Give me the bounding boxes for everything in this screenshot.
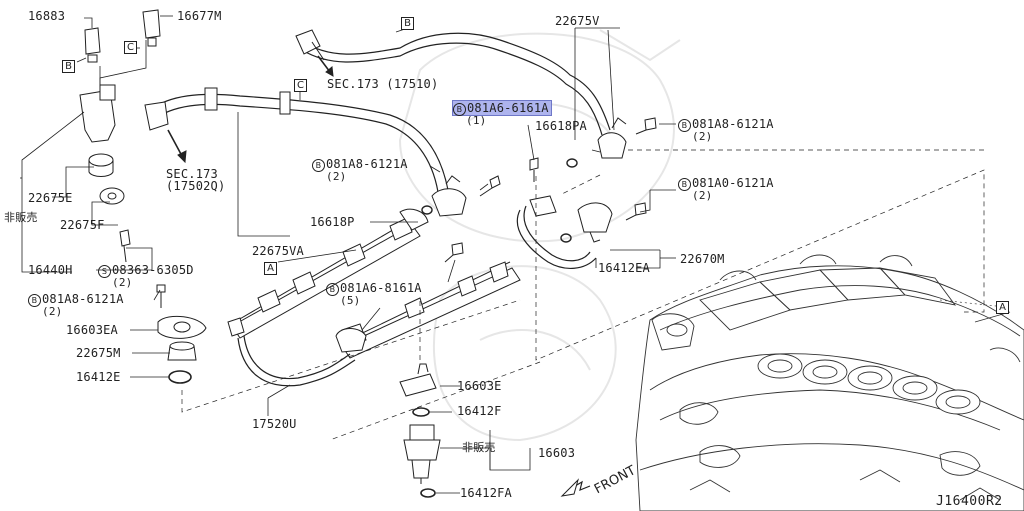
label-081a6-8161a-qty: (5) — [340, 294, 361, 307]
label-081a6-8161a-text: 081A6-8161A — [340, 281, 422, 295]
diagram-code: J16400R2 — [936, 494, 1003, 509]
label-22675v: 22675V — [555, 14, 600, 28]
label-081a8-6121a-right-qty: (2) — [692, 130, 713, 143]
ref-box-a-left: A — [264, 262, 277, 275]
bolt-symbol-icon: B — [28, 294, 41, 307]
label-16440h: 16440H — [28, 263, 73, 277]
label-16618p: 16618P — [310, 215, 355, 229]
label-22675e: 22675E — [28, 191, 73, 205]
label-08363-6305d-text: 08363-6305D — [112, 263, 194, 277]
label-081a6-6161a-qty: (1) — [466, 114, 487, 127]
label-081a8-6121a-mid-qty: (2) — [326, 170, 347, 183]
label-16412ea: 16412EA — [598, 261, 650, 275]
label-16883: 16883 — [28, 9, 66, 23]
label-16412fa: 16412FA — [460, 486, 512, 500]
label-08363-6305d-qty: (2) — [112, 276, 133, 289]
label-16412e: 16412E — [76, 370, 121, 384]
bolt-symbol-icon: B — [453, 103, 466, 116]
label-16412f: 16412F — [457, 404, 502, 418]
label-081a0-6121a-text: 081A0-6121A — [692, 176, 774, 190]
label-17520u: 17520U — [252, 417, 297, 431]
bolt-symbol-icon: B — [678, 119, 691, 132]
bolt-symbol-icon: B — [312, 159, 325, 172]
label-22675f: 22675F — [60, 218, 105, 232]
sec-ref-17510-line1: SEC.173 — [327, 77, 379, 91]
ref-box-b-top: B — [401, 17, 414, 30]
label-081a8-6121a-right-text: 081A8-6121A — [692, 117, 774, 131]
label-not-for-sale-left: 非販売 — [4, 211, 38, 224]
sec-ref-17502q-line2: (17502Q) — [166, 179, 226, 193]
label-16603e: 16603E — [457, 379, 502, 393]
label-22675m: 22675M — [76, 346, 121, 360]
label-16677m: 16677M — [177, 9, 222, 23]
label-16618pa: 16618PA — [535, 119, 587, 133]
label-not-for-sale-injector: 非販売 — [462, 441, 496, 454]
ref-box-b-left: B — [62, 60, 75, 73]
label-22675va: 22675VA — [252, 244, 304, 258]
label-081a8-6121a-left-qty: (2) — [42, 305, 63, 318]
ref-box-c-mid: C — [294, 79, 307, 92]
sec-ref-17502q-line1: SEC.173 — [166, 167, 218, 181]
sec-ref-17510: SEC.173 (17510) — [327, 78, 438, 91]
bolt-symbol-icon: B — [678, 178, 691, 191]
label-081a8-6121a-left-text: 081A8-6121A — [42, 292, 124, 306]
label-081a6-6161a-text: 081A6-6161A — [467, 101, 549, 115]
label-081a0-6121a-qty: (2) — [692, 189, 713, 202]
ref-box-c-left: C — [124, 41, 137, 54]
sec-ref-17510-line2: (17510) — [386, 77, 439, 91]
label-22670m: 22670M — [680, 252, 725, 266]
label-16603ea: 16603EA — [66, 323, 118, 337]
label-16603: 16603 — [538, 446, 576, 460]
label-081a8-6121a-mid-text: 081A8-6121A — [326, 157, 408, 171]
screw-symbol-icon: S — [98, 265, 111, 278]
ref-box-a-right: A — [996, 301, 1009, 314]
bolt-symbol-icon: B — [326, 283, 339, 296]
